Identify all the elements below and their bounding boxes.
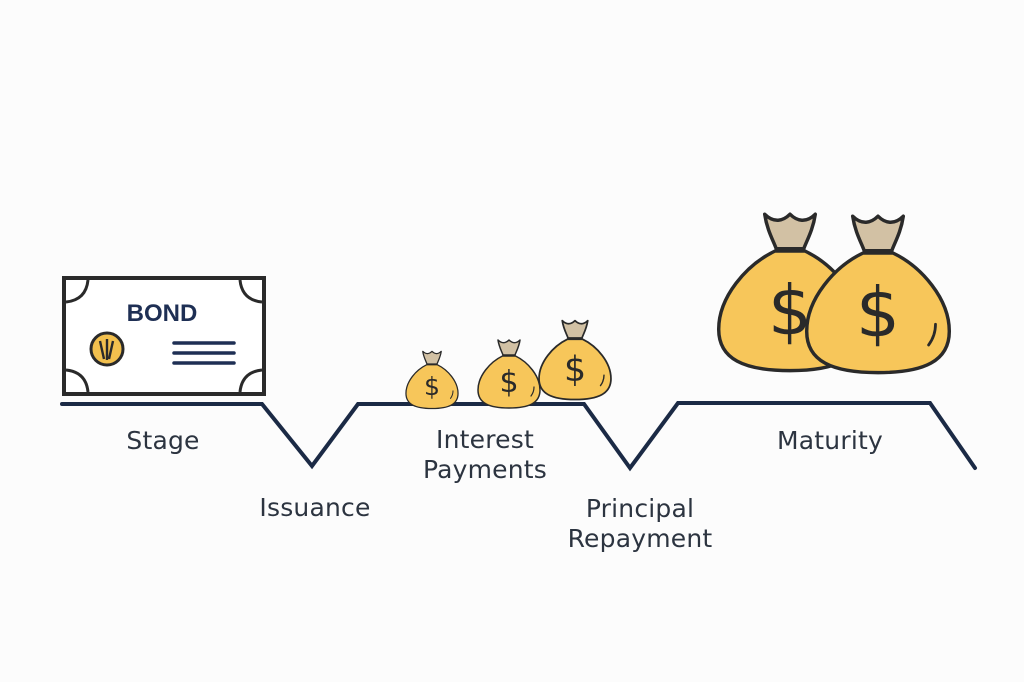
money-bag-icon: $: [804, 214, 952, 375]
interest-payments-label: Interest Payments: [422, 425, 548, 484]
bond-certificate-icon: BOND: [62, 276, 266, 396]
svg-text:$: $: [768, 271, 812, 351]
bond-title: BOND: [127, 300, 198, 327]
svg-text:$: $: [499, 365, 518, 400]
svg-text:$: $: [424, 372, 440, 401]
maturity-label: Maturity: [777, 426, 883, 455]
stage-label: Stage: [126, 426, 200, 455]
seal-icon: [89, 331, 125, 367]
money-bag-icon: $: [477, 339, 541, 409]
principal-repayment-label: Principal Repayment: [567, 494, 713, 553]
svg-text:$: $: [564, 350, 586, 390]
certificate-text-lines: [172, 341, 236, 365]
svg-text:$: $: [856, 273, 900, 353]
timeline-line: [60, 401, 977, 472]
money-bag-icon: $: [538, 319, 612, 401]
money-bag-icon: $: [405, 350, 459, 410]
issuance-label: Issuance: [259, 493, 371, 522]
money-bag-icon: $: [716, 212, 864, 373]
